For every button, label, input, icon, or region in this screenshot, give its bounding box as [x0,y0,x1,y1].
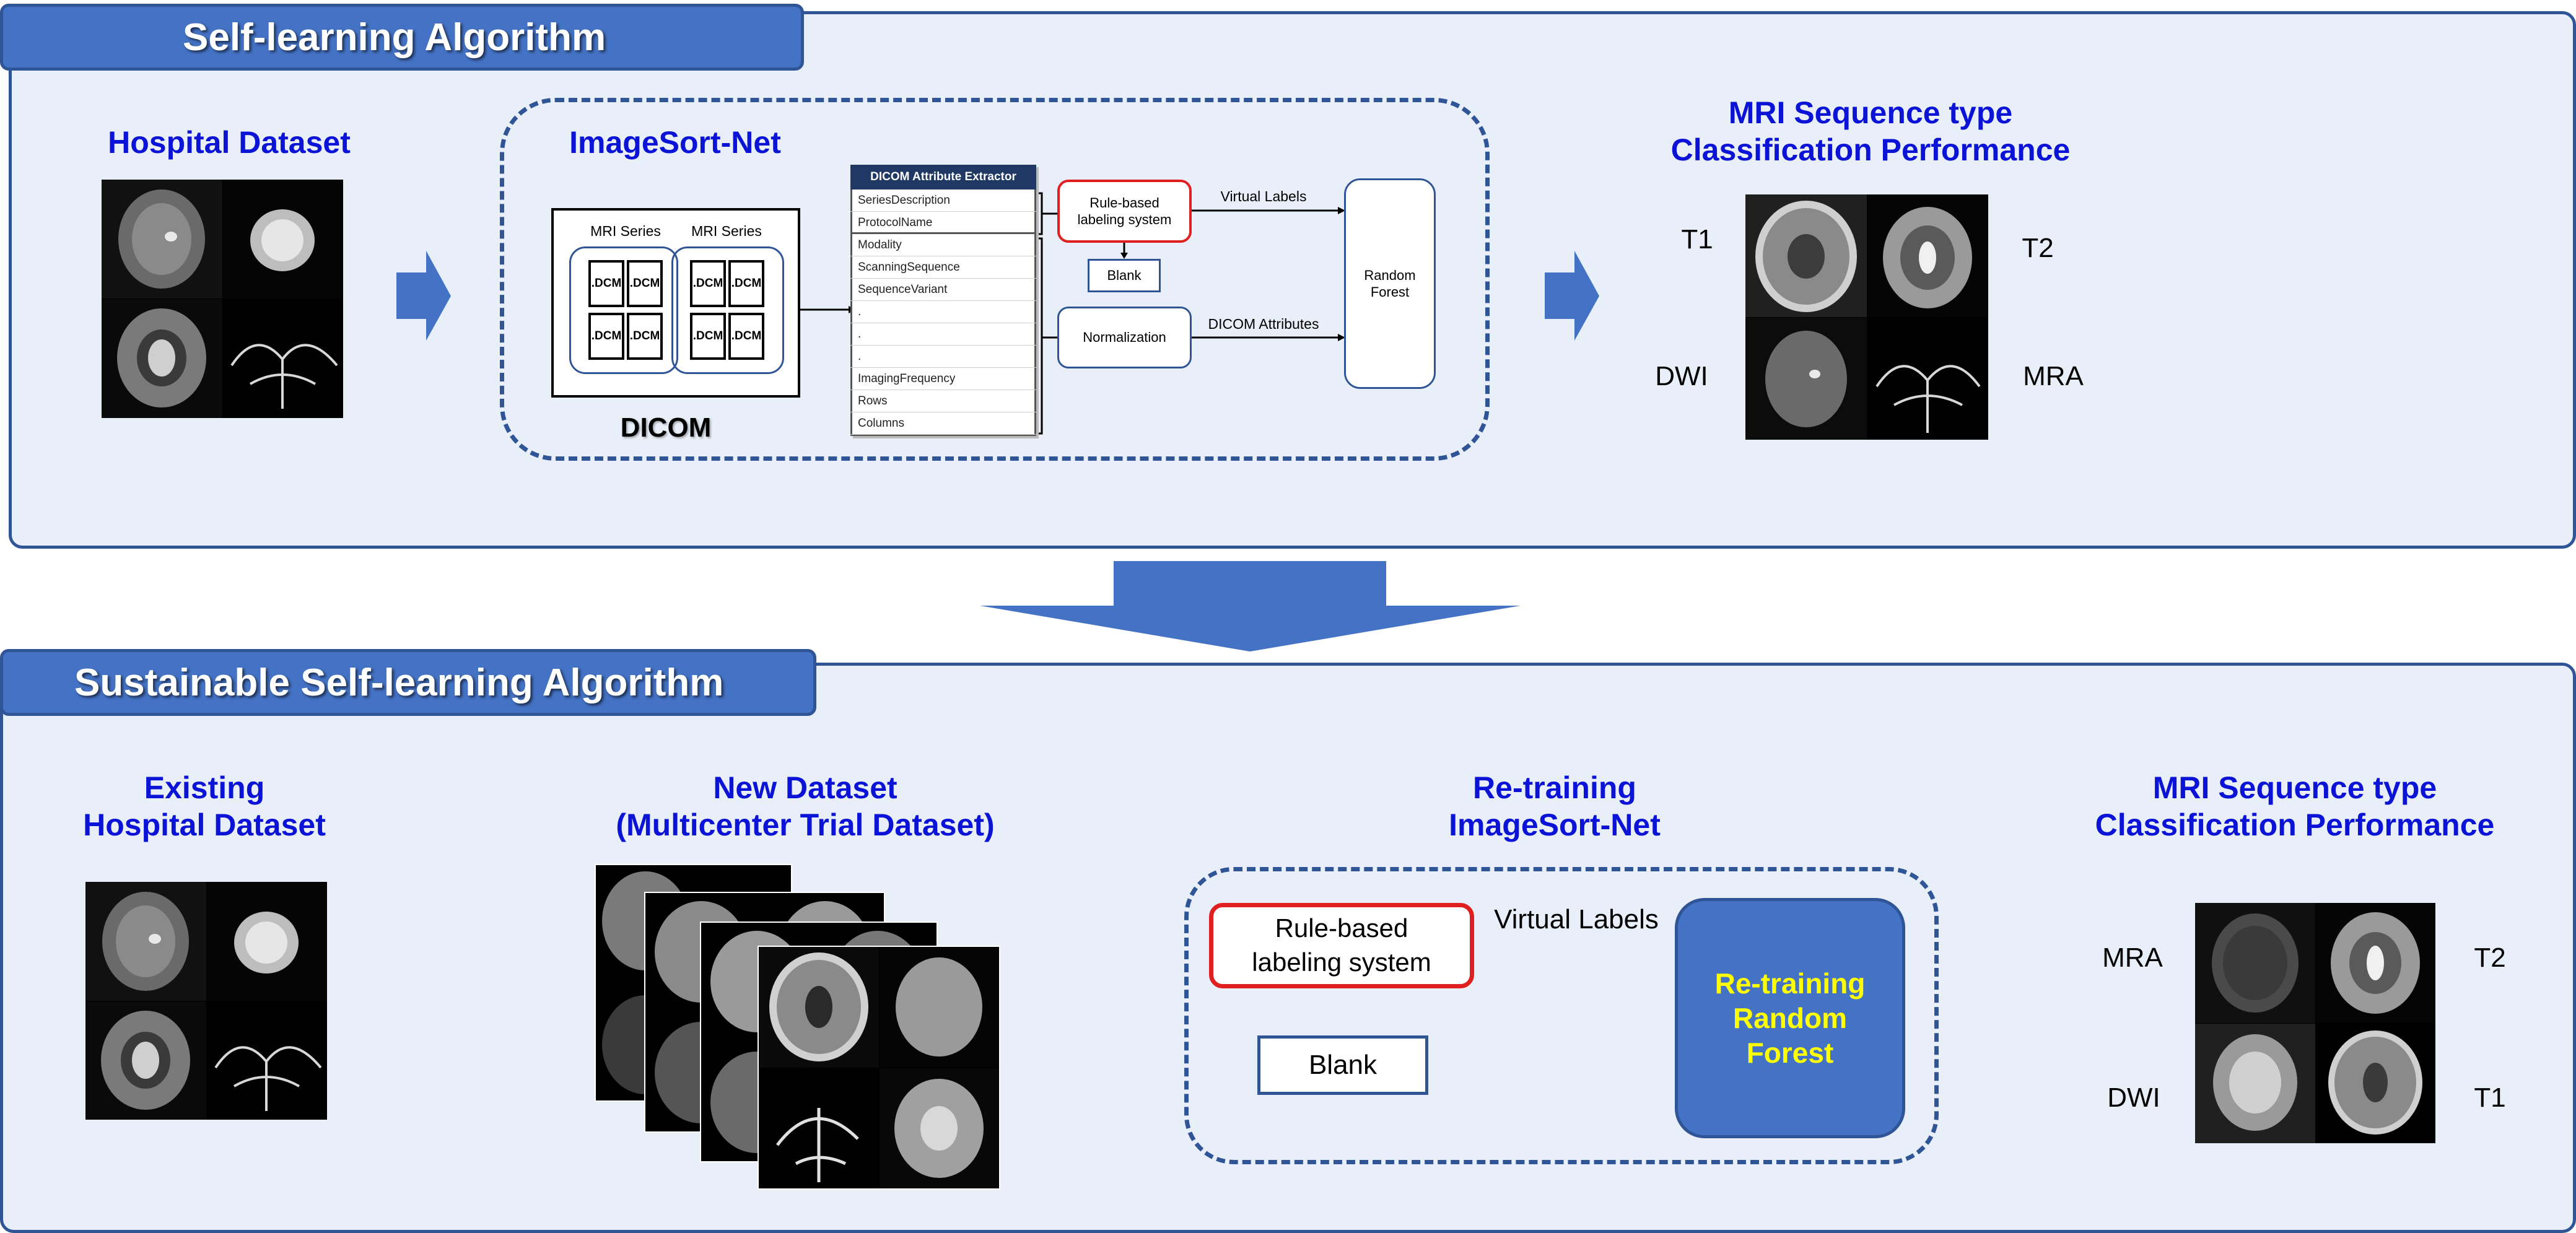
brain-mri-image [2195,903,2435,1143]
attribute-row: ProtocolName [850,212,1036,234]
attribute-row: . [850,301,1036,323]
normalization-box: Normalization [1057,307,1192,368]
dicom-label: DICOM [620,412,712,443]
virtual-labels-bottom: Virtual Labels [1494,904,1659,935]
extractor-header: DICOM Attribute Extractor [850,165,1036,190]
dcm-file-icon: .DCM [588,313,624,360]
dcm-file-icon: .DCM [627,313,663,360]
attribute-row: SequenceVariant [850,279,1036,301]
imagesort-net-title: ImageSort-Net [569,125,781,160]
self-learning-tab: Self-learning Algorithm [0,4,804,71]
mri-series-group-2 [671,246,784,374]
sustainable-tab: Sustainable Self-learning Algorithm [0,649,816,716]
brain-mri-image [102,180,343,418]
sustainable-title: Sustainable Self-learning Algorithm [74,661,724,704]
existing-dataset-image [85,882,327,1120]
bottom-result-title: MRI Sequence type Classification Perform… [2095,770,2495,842]
label-mra-top: MRA [2023,361,2084,391]
dcm-file-icon: .DCM [728,313,764,360]
hospital-dataset-title: Hospital Dataset [108,125,351,160]
label-mra-bottom: MRA [2102,943,2163,973]
retraining-title: Re-training ImageSort-Net [1449,770,1661,842]
random-forest-box: Random Forest [1344,178,1436,389]
top-result-title: MRI Sequence type Classification Perform… [1670,95,2071,167]
brain-mri-image [85,882,327,1120]
virtual-labels-top: Virtual Labels [1220,188,1307,204]
attribute-row: SeriesDescription [850,190,1036,212]
dcm-file-icon: .DCM [588,260,624,307]
rule-based-labeling-box-bottom: Rule-based labeling system [1209,903,1474,988]
mri-series-group-1 [569,246,678,374]
attribute-row: Rows [850,390,1036,412]
mri-series-label-2: MRI Series [691,223,762,239]
top-result-image [1745,194,1988,440]
mri-series-label-1: MRI Series [590,223,661,239]
attribute-row: Columns [850,412,1036,435]
dicom-attributes-label: DICOM Attributes [1208,316,1319,332]
new-dataset-image-4 [758,946,1000,1190]
brain-mri-image [1745,194,1988,440]
brain-mri-image [759,947,999,1188]
dcm-file-icon: .DCM [627,260,663,307]
attribute-row: . [850,323,1036,346]
attribute-row: . [850,346,1036,368]
bottom-result-image [2195,903,2435,1143]
imagesort-net-region [500,98,1490,461]
dcm-file-icon: .DCM [690,260,726,307]
dcm-file-icon: .DCM [690,313,726,360]
new-dataset-title: New Dataset (Multicenter Trial Dataset) [616,770,995,842]
existing-dataset-title: Existing Hospital Dataset [83,770,326,842]
label-t2-top: T2 [2022,233,2054,263]
label-dwi-top: DWI [1655,361,1708,391]
label-t1-top: T1 [1681,224,1713,255]
attribute-row: ImagingFrequency [850,368,1036,390]
attribute-row: ScanningSequence [850,256,1036,279]
self-learning-title: Self-learning Algorithm [183,15,606,59]
attribute-row: Modality [850,234,1036,256]
retraining-random-forest-box: Re-training Random Forest [1675,898,1905,1138]
label-t1-bottom: T1 [2474,1083,2506,1113]
retraining-region [1184,867,1939,1164]
label-t2-bottom: T2 [2474,943,2506,973]
blank-box-top: Blank [1088,259,1161,292]
dcm-file-icon: .DCM [728,260,764,307]
rule-based-labeling-box: Rule-based labeling system [1057,180,1192,243]
blank-box-bottom: Blank [1257,1035,1428,1095]
hospital-dataset-image [102,180,343,418]
label-dwi-bottom: DWI [2107,1083,2160,1113]
down-arrow-icon [980,561,1521,651]
